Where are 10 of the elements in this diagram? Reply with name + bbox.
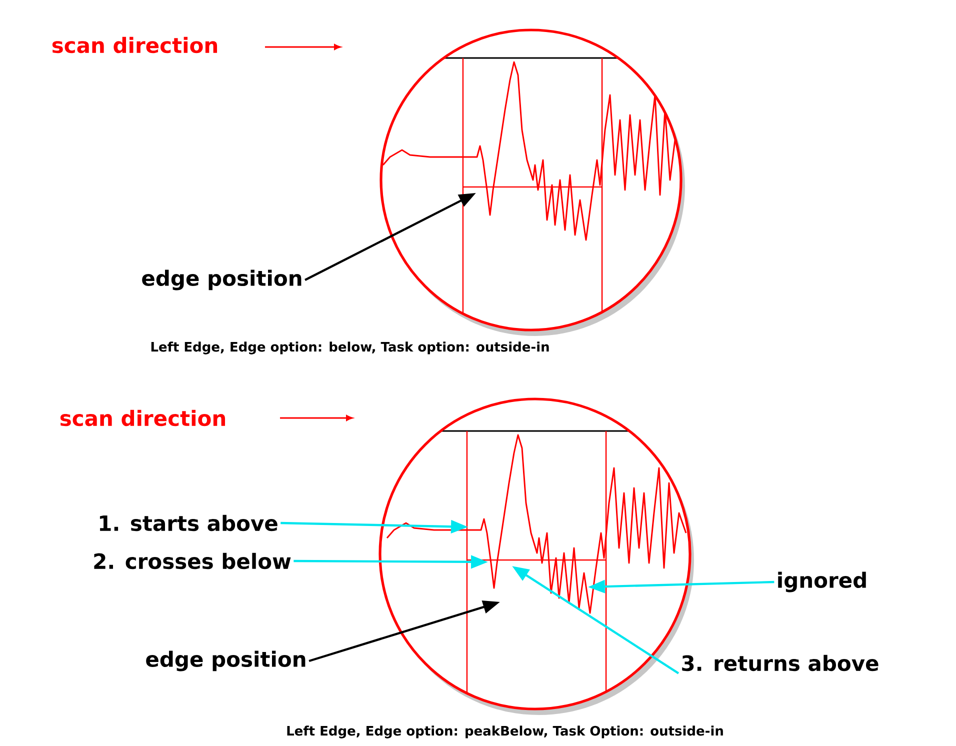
- callout-text: 2. crosses below: [94, 552, 291, 570]
- callout-text: edge position: [146, 650, 306, 672]
- callout-text: 1. starts above: [100, 514, 278, 532]
- magnifier-drawing: [380, 28, 685, 336]
- caption: Left Edge, Edge option: below, Task option: outside-in: [151, 342, 549, 354]
- callout-text: edge position: [142, 270, 302, 290]
- callout-text: 3. returns above: [682, 654, 878, 672]
- direction-label: scan direction: [52, 36, 218, 54]
- callout-text: ignored: [778, 572, 866, 592]
- direction-label: scan direction: [60, 410, 226, 426]
